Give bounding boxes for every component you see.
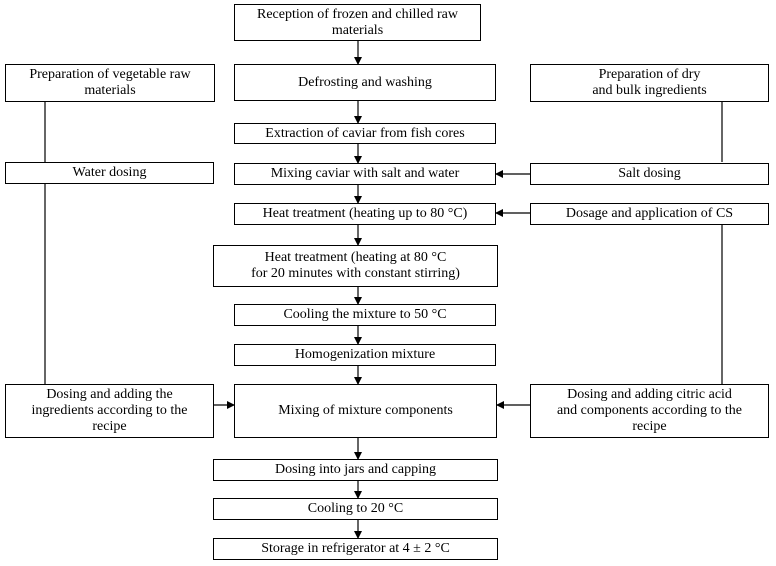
step-cs-dosage: Dosage and application of CS (530, 203, 769, 225)
step-salt-dosing: Salt dosing (530, 163, 769, 185)
step-water-dosing: Water dosing (5, 162, 214, 184)
step-heat-20min: Heat treatment (heating at 80 °C for 20 … (213, 245, 498, 287)
step-homogenization: Homogenization mixture (234, 344, 496, 366)
step-citric-acid: Dosing and adding citric acid and compon… (530, 384, 769, 438)
step-dry-prep: Preparation of dry and bulk ingredients (530, 64, 769, 102)
step-dosing-ingredients: Dosing and adding the ingredients accord… (5, 384, 214, 438)
step-mixing-salt: Mixing caviar with salt and water (234, 163, 496, 185)
step-defrosting: Defrosting and washing (234, 64, 496, 101)
step-storage: Storage in refrigerator at 4 ± 2 °C (213, 538, 498, 560)
step-cooling-50: Cooling the mixture to 50 °C (234, 304, 496, 326)
step-cooling-20: Cooling to 20 °C (213, 498, 498, 520)
step-heat-80: Heat treatment (heating up to 80 °C) (234, 203, 496, 225)
step-mixing-components: Mixing of mixture components (234, 384, 497, 438)
step-reception: Reception of frozen and chilled raw mate… (234, 4, 481, 41)
step-veg-prep: Preparation of vegetable raw materials (5, 64, 215, 102)
step-dosing-jars: Dosing into jars and capping (213, 459, 498, 481)
step-extraction: Extraction of caviar from fish cores (234, 123, 496, 144)
